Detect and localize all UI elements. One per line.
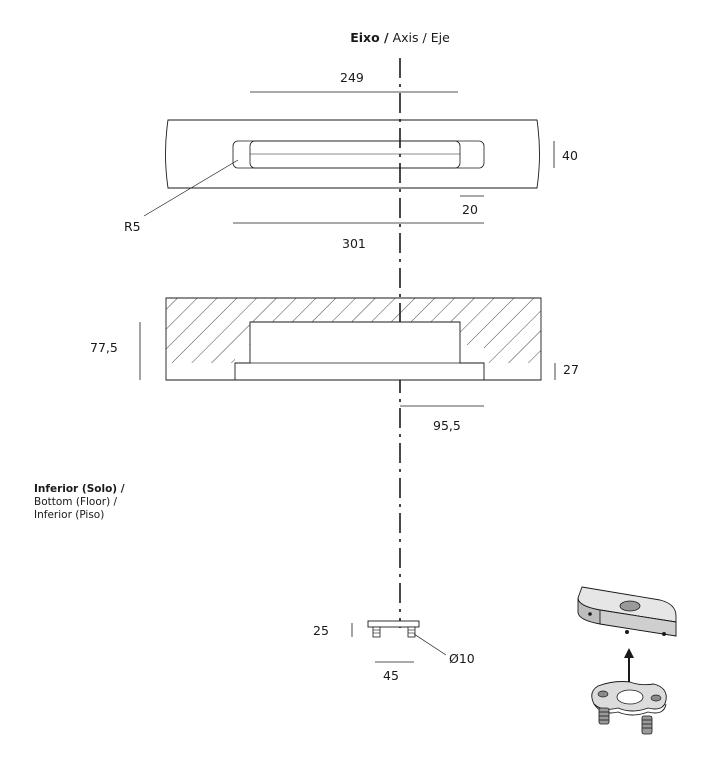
dim-pocket-depth: 27: [563, 362, 579, 377]
dim-half-width: 95,5: [433, 418, 461, 433]
axis-title-bold: Eixo /: [350, 30, 389, 45]
base3d-hole-center: [616, 689, 644, 705]
dim-slot-offset: 20: [462, 202, 478, 217]
bottom-label: Inferior (Solo) / Bottom (Floor) / Infer…: [34, 483, 125, 522]
arrow-head-icon: [624, 648, 634, 658]
section-pocket: [234, 321, 485, 381]
section-hatched-body: [166, 298, 541, 380]
base3d-hole-right: [650, 694, 662, 702]
block-screw-3: [662, 632, 666, 636]
slot-inner: [249, 140, 461, 169]
base3d-hole-left: [597, 690, 609, 698]
axis-title-rest: Axis / Eje: [392, 30, 450, 45]
pin-leader: [413, 633, 447, 656]
dim-base-width: 45: [383, 668, 399, 683]
bottom-label-line3: Inferior (Piso): [34, 509, 105, 521]
top-view: 249 40 R5 20 301: [124, 70, 578, 251]
block-screw-2: [625, 630, 629, 634]
pin-left: [372, 626, 381, 638]
base-piece: 25 Ø10 45: [313, 620, 475, 683]
assembly-illustration: [577, 586, 677, 735]
dim-top-height: 40: [562, 148, 578, 163]
axis-title: Eixo / Axis / Eje: [0, 30, 727, 45]
dim-base-height: 25: [313, 623, 329, 638]
base-plate: [367, 620, 420, 628]
dim-radius: R5: [124, 219, 141, 234]
block-front-face: [599, 609, 677, 637]
bottom-label-line2: Bottom (Floor) /: [34, 496, 118, 508]
dim-section-width: 301: [342, 236, 366, 251]
section-view: 77,5 27 95,5: [90, 297, 579, 433]
dim-top-width: 249: [340, 70, 364, 85]
base3d-spring-left: [598, 707, 610, 725]
block-screw-1: [588, 612, 592, 616]
dim-section-height: 77,5: [90, 340, 118, 355]
slot-outer: [232, 140, 485, 169]
section-outline: [165, 297, 542, 381]
dim-pin-diameter: Ø10: [449, 651, 475, 666]
block-hole: [619, 600, 641, 612]
bottom-label-line1: Inferior (Solo) /: [34, 483, 125, 495]
top-plate-outline: [165, 119, 540, 189]
radius-leader: [143, 159, 239, 217]
pin-right: [407, 626, 416, 638]
base3d-spring-right: [641, 715, 653, 735]
